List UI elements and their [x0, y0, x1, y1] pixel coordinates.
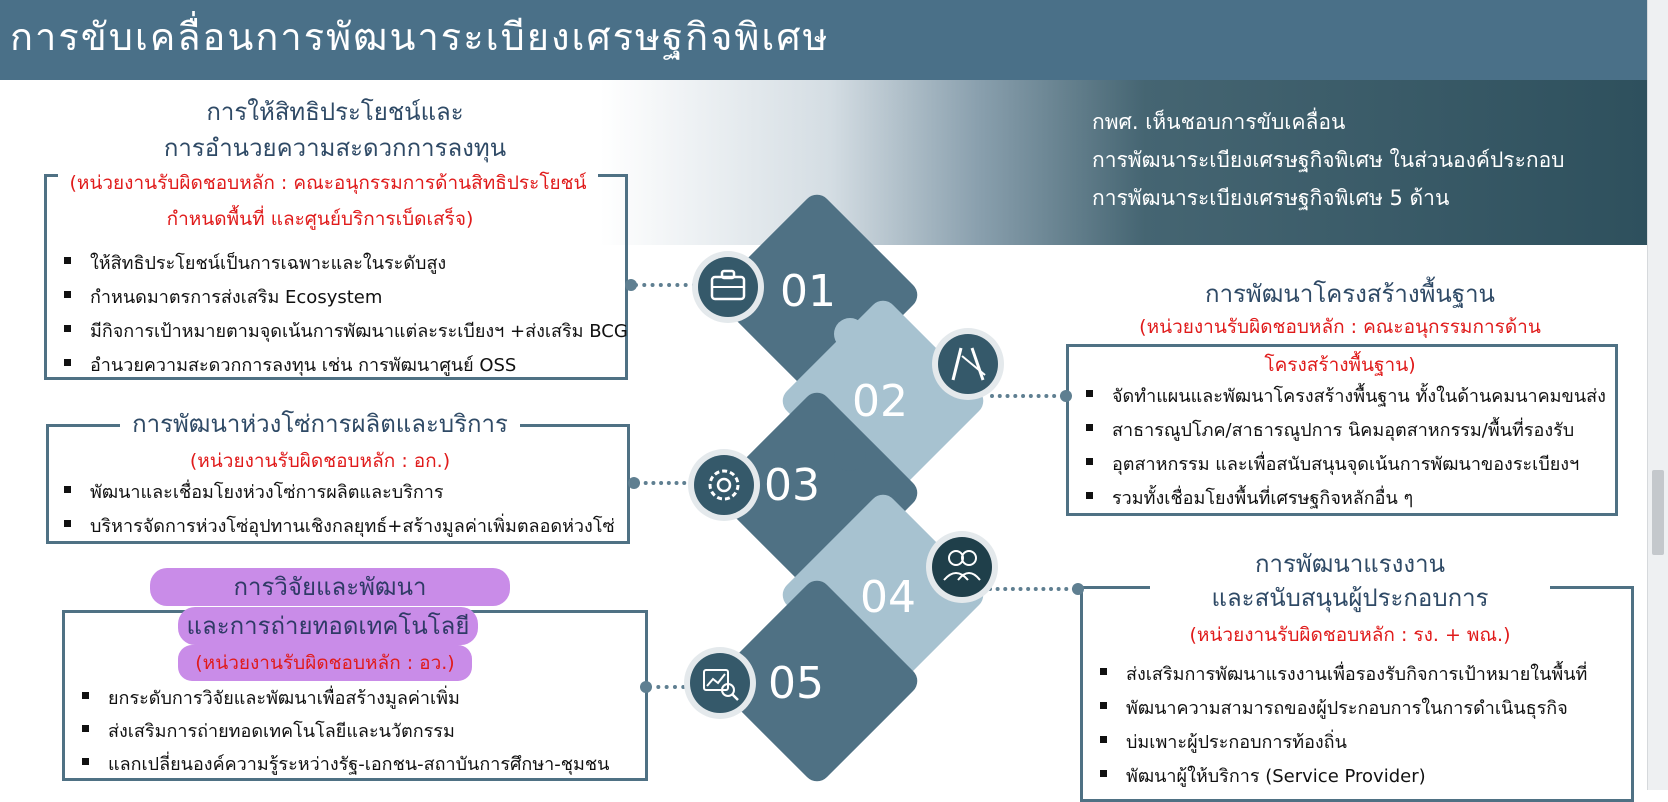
list-item: บ่มเพาะผู้ประกอบการท้องถิ่น — [1096, 726, 1587, 760]
connector-dot-4 — [1072, 583, 1084, 595]
step-number-2: 02 — [852, 376, 908, 427]
list-item: มีกิจการเป้าหมายตามจุดเน้นการพัฒนาแต่ละร… — [60, 315, 628, 349]
puzzle-piece-5 — [716, 580, 918, 782]
list-item: สาธารณูปโภค/สาธารณูปการ นิคมอุตสาหกรรม/พ… — [1082, 414, 1606, 448]
road-icon — [932, 328, 1004, 400]
page-title: การขับเคลื่อนการพัฒนาระเบียงเศรษฐกิจพิเศ… — [10, 15, 830, 59]
list-item: รวมทั้งเชื่อมโยงพื้นที่เศรษฐกิจหลักอื่น … — [1082, 482, 1606, 516]
banner-line-3: การพัฒนาระเบียงเศรษฐกิจพิเศษ 5 ด้าน — [1092, 186, 1450, 210]
connector-1 — [634, 283, 696, 287]
section5-list: ยกระดับการวิจัยและพัฒนาเพื่อสร้างมูลค่าเ… — [78, 682, 609, 781]
section1-title-line1: การให้สิทธิประโยชน์และ — [150, 92, 520, 131]
section2-responsible-line2: โครงสร้างพื้นฐาน) — [1250, 350, 1430, 380]
section4-list: ส่งเสริมการพัฒนาแรงงานเพื่อรองรับกิจการเ… — [1096, 658, 1587, 794]
connector-dot-2 — [1060, 390, 1072, 402]
list-item: แลกเปลี่ยนองค์ความรู้ระหว่างรัฐ-เอกชน-สถ… — [78, 748, 609, 781]
list-item: ให้สิทธิประโยชน์เป็นการเฉพาะและในระดับสู… — [60, 247, 628, 281]
list-item: ส่งเสริมการพัฒนาแรงงานเพื่อรองรับกิจการเ… — [1096, 658, 1587, 692]
connector-3 — [636, 481, 694, 485]
section3-responsible: (หน่วยงานรับผิดชอบหลัก : อก.) — [170, 446, 470, 476]
section3-title: การพัฒนาห่วงโซ่การผลิตและบริการ — [120, 404, 520, 443]
list-item: จัดทำแผนและพัฒนาโครงสร้างพื้นฐาน ทั้งในด… — [1082, 380, 1606, 414]
gear-icon — [688, 449, 760, 521]
section3-list: พัฒนาและเชื่อมโยงห่วงโซ่การผลิตและบริการ… — [60, 476, 615, 544]
vertical-scrollbar[interactable] — [1647, 0, 1668, 790]
section2-title: การพัฒนาโครงสร้างพื้นฐาน — [1180, 274, 1520, 313]
list-item: พัฒนาผู้ให้บริการ (Service Provider) — [1096, 760, 1587, 794]
section4-title-line2: และสนับสนุนผู้ประกอบการ — [1150, 578, 1550, 617]
section5-title-line1: การวิจัยและพัฒนา — [233, 573, 427, 601]
section5-responsible: (หน่วยงานรับผิดชอบหลัก : อว.) — [195, 652, 455, 674]
list-item: ส่งเสริมการถ่ายทอดเทคโนโลยีและนวัตกรรม — [78, 715, 609, 748]
section2-box — [1066, 344, 1618, 516]
section4-title-line1: การพัฒนาแรงงาน — [1150, 544, 1550, 583]
briefcase-icon — [692, 251, 764, 323]
puzzle-diagram: 01 02 03 04 05 — [684, 194, 1004, 782]
section1-responsible-line2: กำหนดพื้นที่ และศูนย์บริการเบ็ดเสร็จ) — [150, 204, 490, 234]
section5-responsible-pill: (หน่วยงานรับผิดชอบหลัก : อว.) — [178, 645, 472, 681]
connector-4 — [988, 587, 1076, 591]
people-icon — [926, 531, 998, 603]
list-item: พัฒนาและเชื่อมโยงห่วงโซ่การผลิตและบริการ — [60, 476, 615, 510]
section1-title-line2: การอำนวยความสะดวกการลงทุน — [120, 128, 550, 167]
section5-title-pill-1: การวิจัยและพัฒนา — [150, 568, 510, 606]
list-item: อุตสาหกรรม และเพื่อสนับสนุนจุดเน้นการพัฒ… — [1082, 448, 1606, 482]
list-item: กำหนดมาตรการส่งเสริม Ecosystem — [60, 281, 628, 315]
connector-dot-3 — [628, 477, 640, 489]
section5-title-line2: และการถ่ายทอดเทคโนโลยี — [186, 612, 470, 640]
section2-list: จัดทำแผนและพัฒนาโครงสร้างพื้นฐาน ทั้งในด… — [1082, 380, 1606, 516]
approval-banner: กพศ. เห็นชอบการขับเคลื่อน การพัฒนาระเบีย… — [600, 80, 1648, 245]
connector-dot-5 — [640, 681, 652, 693]
section2-responsible-line1: (หน่วยงานรับผิดชอบหลัก : คณะอนุกรรมการด้… — [1130, 312, 1550, 342]
list-item: พัฒนาความสามารถของผู้ประกอบการในการดำเนิ… — [1096, 692, 1587, 726]
banner-line-2: การพัฒนาระเบียงเศรษฐกิจพิเศษ ในส่วนองค์ป… — [1092, 148, 1565, 172]
list-item: อำนวยความสะดวกการลงทุน เช่น การพัฒนาศูนย… — [60, 349, 628, 383]
section4-responsible: (หน่วยงานรับผิดชอบหลัก : รง. + พณ.) — [1170, 620, 1530, 650]
step-number-5: 05 — [768, 658, 824, 709]
step-number-4: 04 — [860, 572, 916, 623]
connector-dot-1 — [625, 279, 637, 291]
step-number-1: 01 — [780, 266, 836, 317]
connector-2 — [990, 394, 1064, 398]
section5-title-pill-2: และการถ่ายทอดเทคโนโลยี — [178, 607, 478, 645]
connector-5 — [648, 685, 702, 689]
research-chart-icon — [684, 647, 756, 719]
list-item: บริหารจัดการห่วงโซ่อุปทานเชิงกลยุทธ์+สร้… — [60, 510, 615, 544]
section1-list: ให้สิทธิประโยชน์เป็นการเฉพาะและในระดับสู… — [60, 247, 628, 383]
page-header: การขับเคลื่อนการพัฒนาระเบียงเศรษฐกิจพิเศ… — [0, 0, 1648, 80]
step-number-3: 03 — [764, 460, 820, 511]
section1-responsible-line1: (หน่วยงานรับผิดชอบหลัก : คณะอนุกรรมการด้… — [58, 168, 598, 198]
scrollbar-thumb[interactable] — [1652, 470, 1664, 555]
banner-line-1: กพศ. เห็นชอบการขับเคลื่อน — [1092, 110, 1346, 134]
list-item: ยกระดับการวิจัยและพัฒนาเพื่อสร้างมูลค่าเ… — [78, 682, 609, 715]
